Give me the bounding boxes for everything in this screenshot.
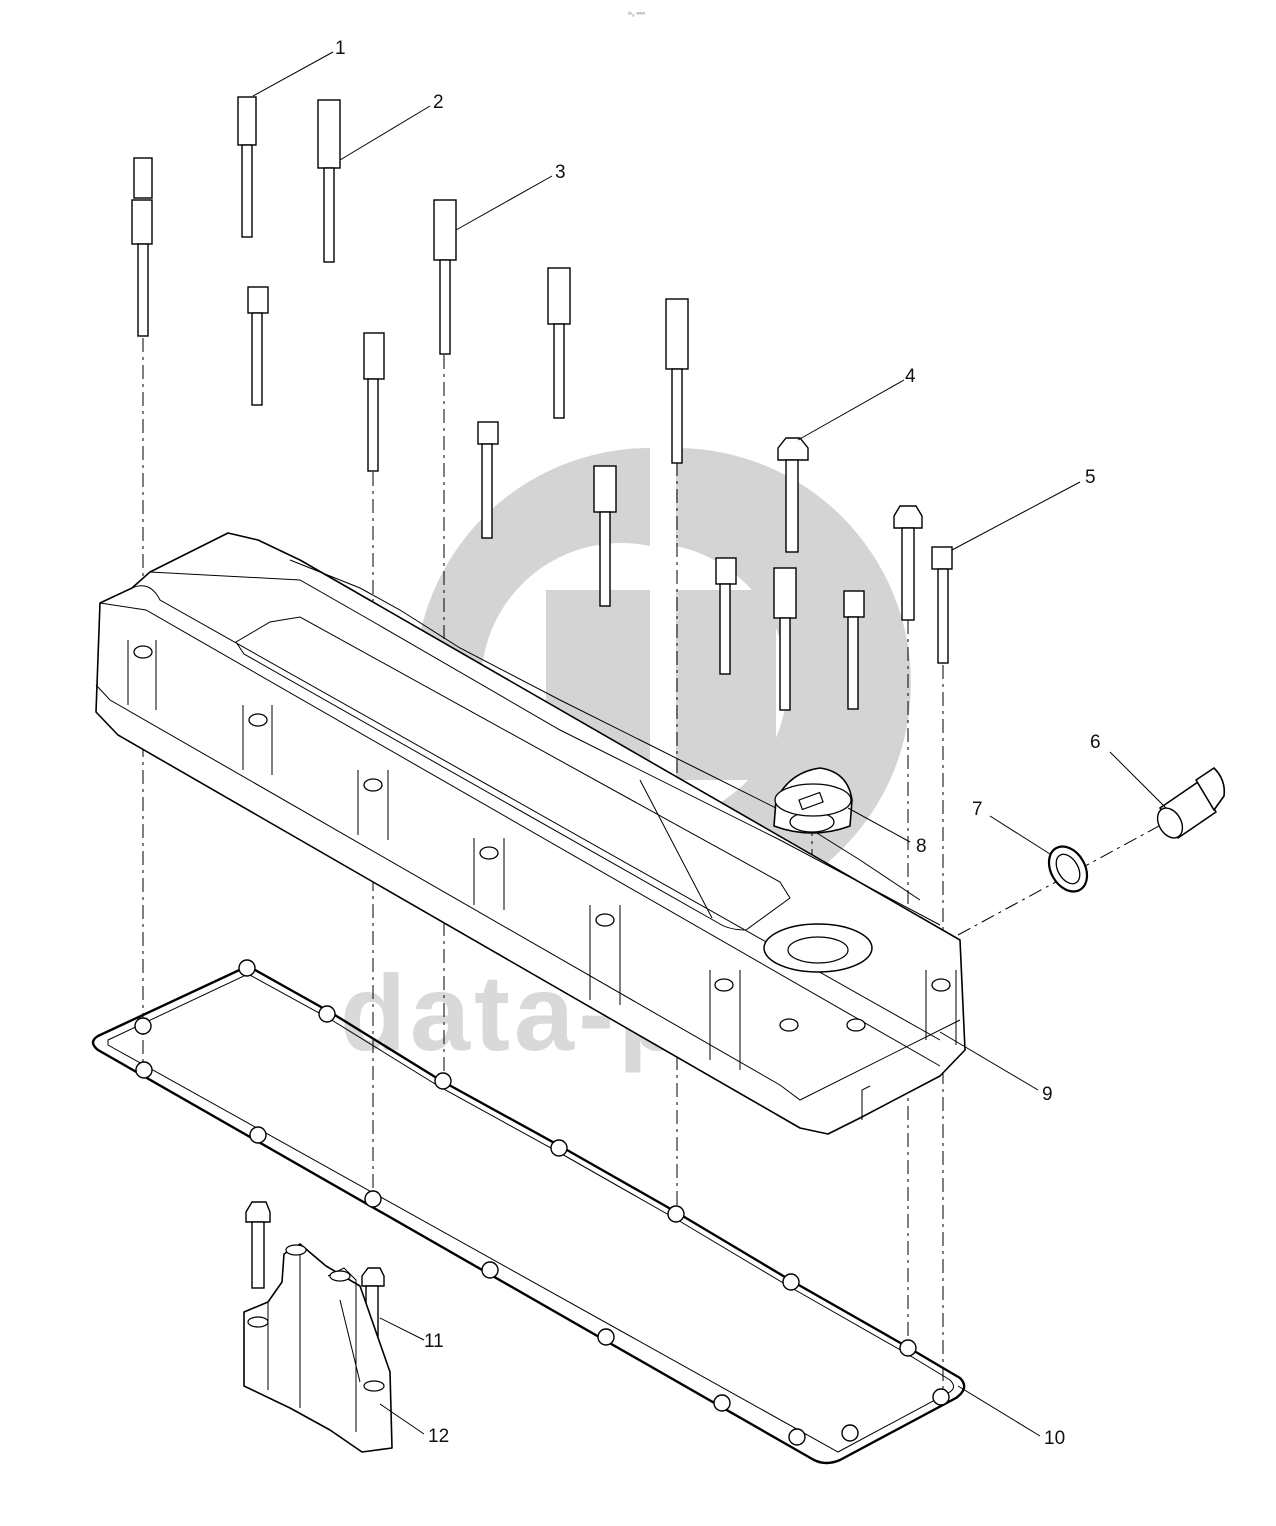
oil-filler-cap — [773, 767, 853, 834]
callout-11: 11 — [424, 1331, 444, 1352]
callout-4: 4 — [905, 366, 916, 387]
callout-3: 3 — [555, 162, 566, 183]
callout-7: 7 — [972, 799, 983, 820]
stud-bolts — [131, 96, 953, 1353]
header-ref: ²ⁿ₈ ʷʷʷ — [628, 11, 645, 18]
callout-5: 5 — [1085, 467, 1096, 488]
callout-6: 6 — [1090, 732, 1101, 753]
leader-lines — [252, 51, 1167, 1437]
valve-cover — [95, 532, 966, 1135]
callout-2: 2 — [433, 92, 444, 113]
callout-10: 10 — [1044, 1428, 1065, 1449]
callout-12: 12 — [428, 1426, 449, 1447]
valve-cover-gasket — [91, 959, 966, 1465]
callout-8: 8 — [916, 836, 927, 857]
callout-labels: 1 2 3 4 5 6 7 8 9 10 11 12 — [335, 38, 1101, 1449]
seal-ring — [1047, 845, 1089, 893]
callout-9: 9 — [1042, 1084, 1053, 1105]
breather-fitting — [1156, 767, 1226, 839]
callout-1: 1 — [335, 38, 346, 59]
mounting-bracket — [243, 1243, 393, 1453]
